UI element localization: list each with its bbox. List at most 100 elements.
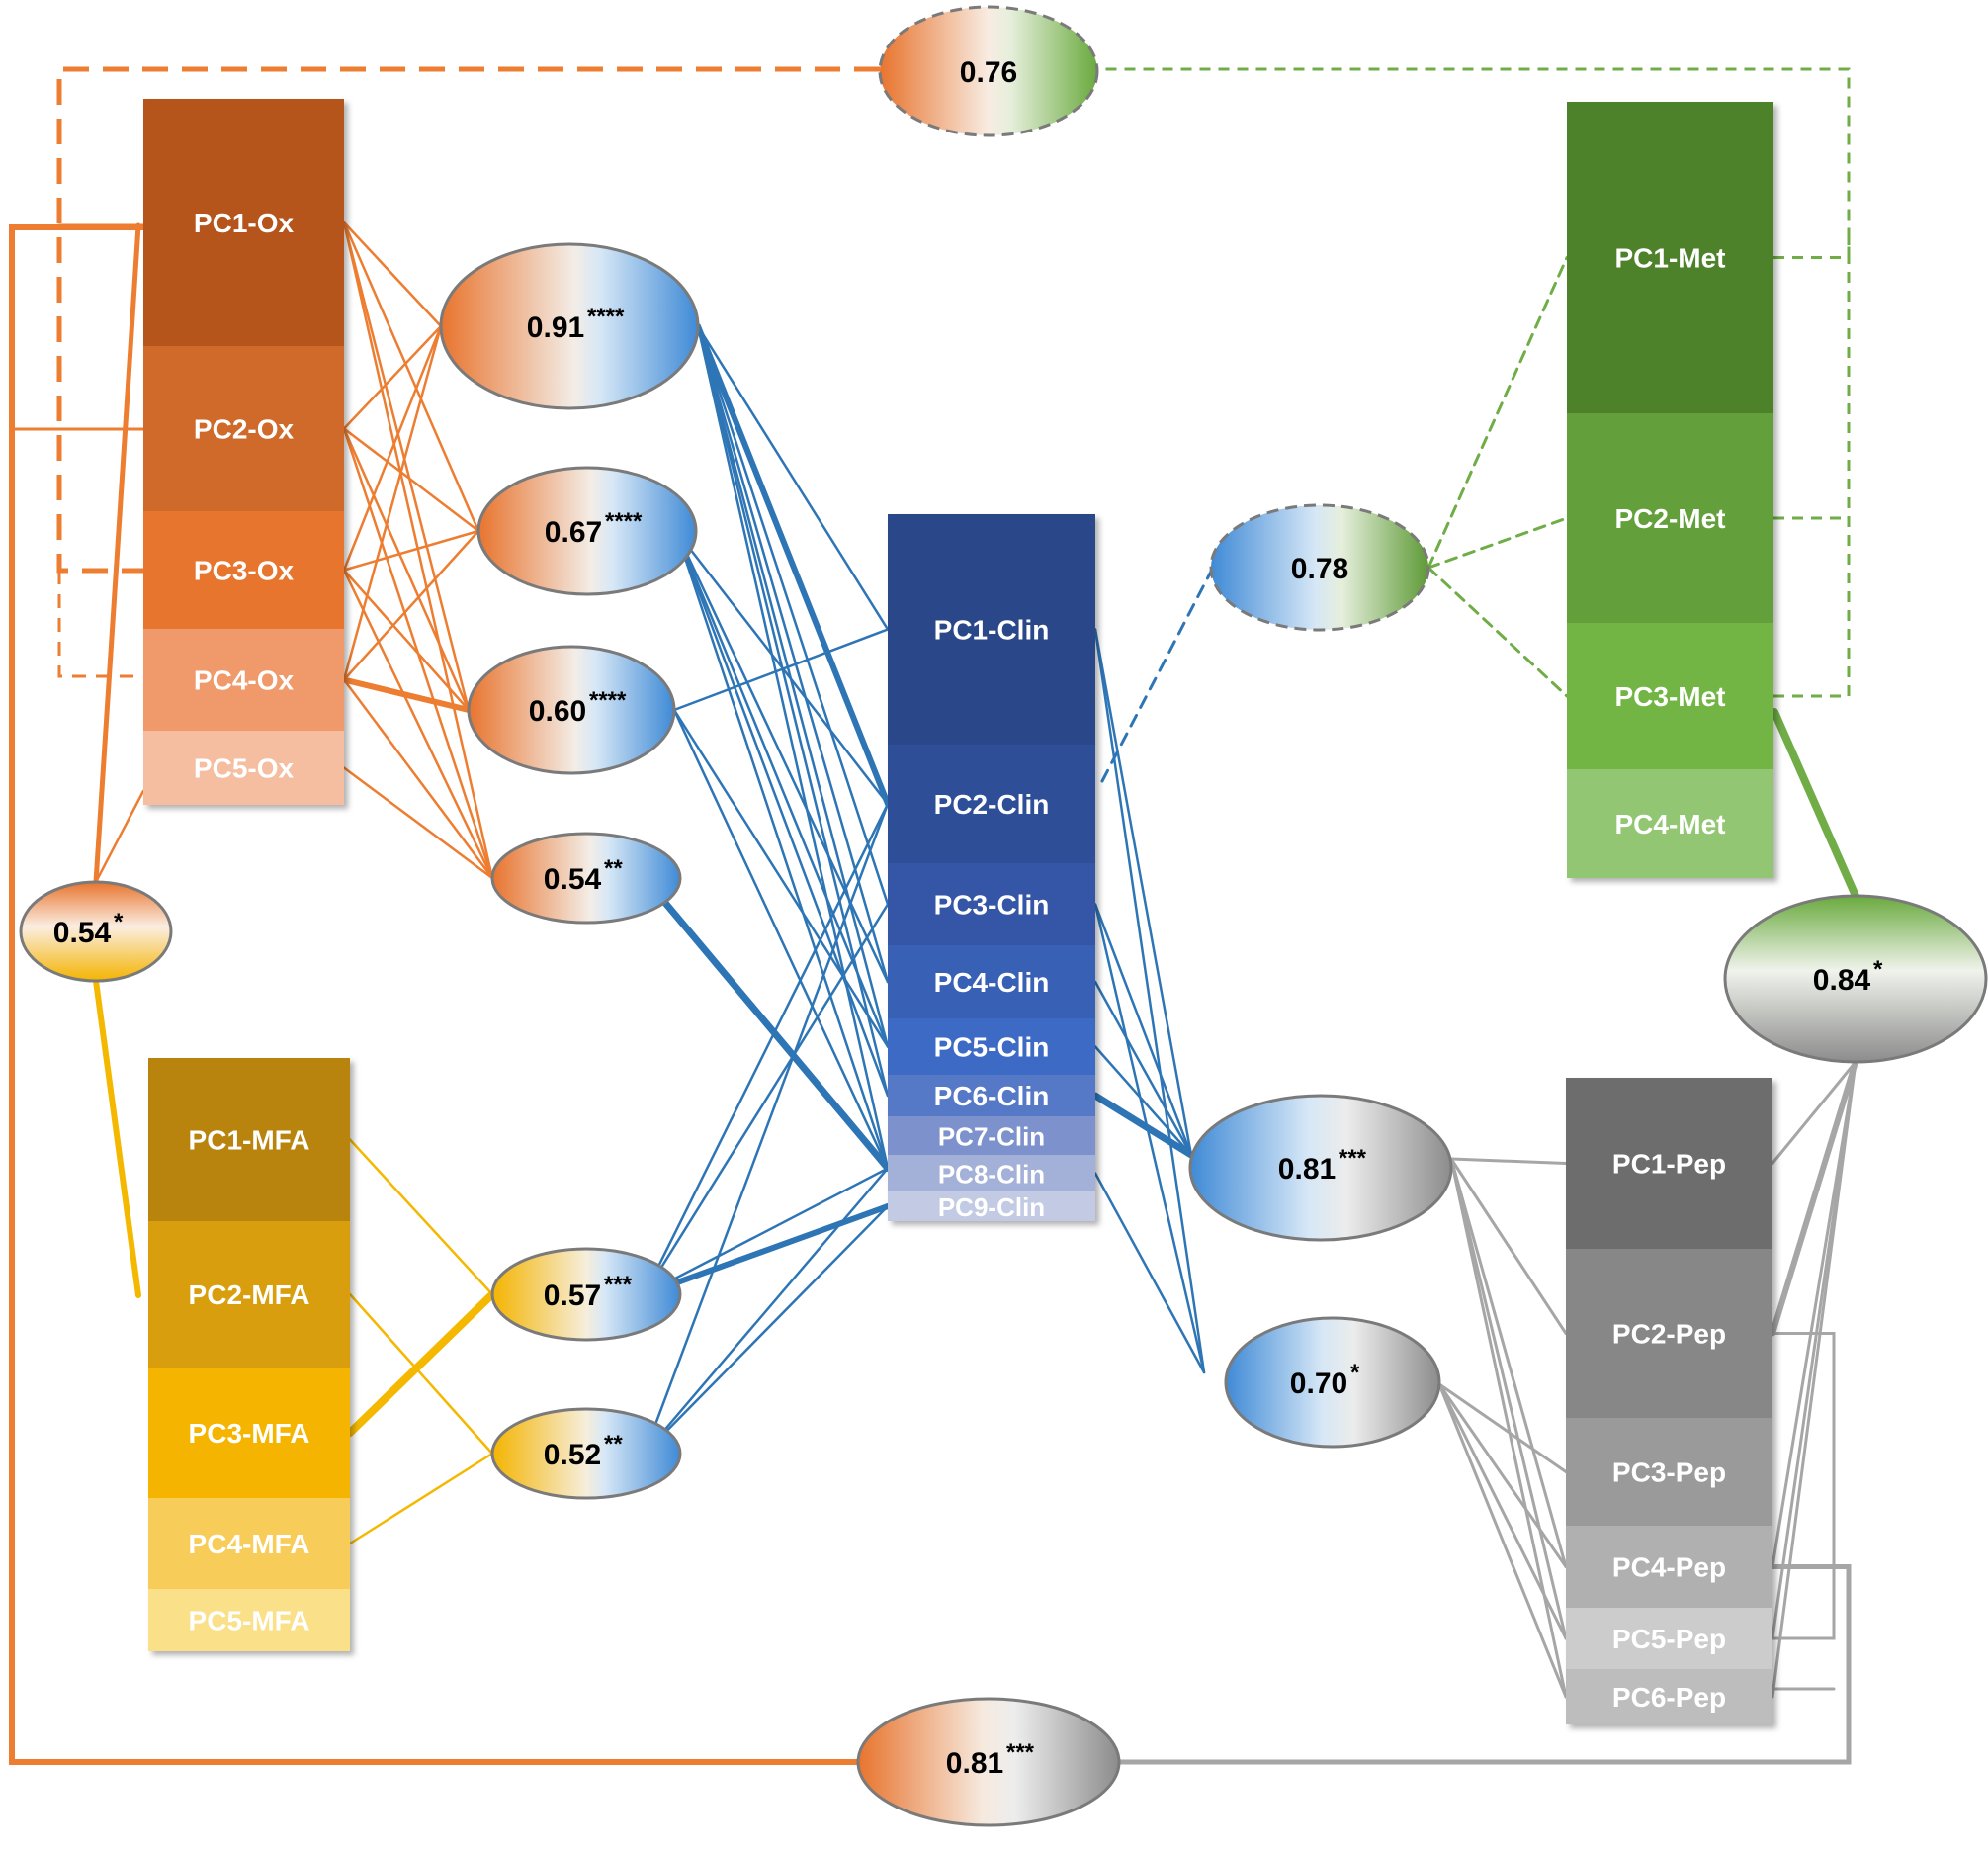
- block-pep-pc1-cell: [1566, 1078, 1772, 1249]
- connector-line: [674, 529, 890, 806]
- ellipse-shape: [19, 880, 173, 983]
- connector-line: [672, 628, 890, 712]
- block-clin-pc4-cell: [888, 945, 1095, 1018]
- correlation-value: 0.78: [1291, 553, 1348, 585]
- block-ox-pc4-label: PC4-Ox: [194, 665, 295, 696]
- correlation-value: 0.52: [544, 1439, 601, 1471]
- block-clin-pc9-cell: [888, 1191, 1095, 1221]
- significance-stars: ***: [604, 1272, 633, 1298]
- connector-line: [1093, 1172, 1206, 1374]
- connector-line: [696, 324, 890, 1170]
- ellipse-shape: [490, 1407, 682, 1500]
- connector-line: [1093, 980, 1193, 1157]
- block-clin-pc9-label: PC9-Clin: [938, 1192, 1045, 1222]
- gray-outer-loop: [1119, 1564, 1852, 1765]
- significance-stars: ****: [589, 687, 627, 714]
- ellipse-ox-clin-3: 0.60****: [467, 645, 676, 775]
- block-met-pc3-cell: [1567, 623, 1773, 769]
- block-mfa-pc5-label: PC5-MFA: [189, 1606, 310, 1636]
- connector-line: [1771, 1060, 1858, 1699]
- connector-line: [1449, 1157, 1568, 1568]
- connector-line: [342, 324, 443, 681]
- connector-line: [642, 1203, 891, 1297]
- connector-line: [1449, 1157, 1568, 1640]
- connector-line: [342, 221, 443, 328]
- block-mfa-pc5-cell: [148, 1589, 350, 1651]
- connector-line: [342, 324, 443, 430]
- ellipse-shape: [1224, 1316, 1441, 1449]
- component-blocks: PC1-OxPC2-OxPC3-OxPC4-OxPC5-OxPC1-MFAPC2…: [143, 99, 1773, 1724]
- block-mfa-pc3-cell: [148, 1368, 350, 1498]
- block-met-pc1-label: PC1-Met: [1614, 243, 1725, 274]
- connector-line: [1091, 1092, 1195, 1159]
- block-pep-pc5-label: PC5-Pep: [1612, 1624, 1726, 1654]
- connector-line: [341, 676, 472, 713]
- ellipse-mfa-clin-2: 0.52**: [490, 1407, 682, 1500]
- block-pep-pc2-label: PC2-Pep: [1612, 1319, 1726, 1350]
- ellipse-shape: [490, 1247, 682, 1342]
- block-clin-pc6-cell: [888, 1075, 1095, 1116]
- connector-line: [1426, 516, 1569, 570]
- block-ox-pc1-cell: [143, 99, 344, 346]
- block-clin-pc3-label: PC3-Clin: [934, 890, 1050, 921]
- significance-stars: *: [1873, 956, 1883, 983]
- ellipse-shape: [476, 466, 698, 596]
- connector-line: [696, 324, 890, 984]
- ellipse-shape: [856, 1697, 1121, 1827]
- connector-line: [1093, 628, 1206, 1374]
- connector-lines: [9, 66, 1859, 1765]
- connector-line: [346, 1290, 496, 1437]
- block-ox-pc3-label: PC3-Ox: [194, 556, 295, 586]
- dashed-loop: [1773, 227, 1851, 698]
- block-clin: PC1-ClinPC2-ClinPC3-ClinPC4-ClinPC5-Clin…: [888, 514, 1095, 1222]
- block-mfa-pc1-cell: [148, 1058, 350, 1221]
- connector-line: [695, 323, 891, 807]
- block-pep-pc3-label: PC3-Pep: [1612, 1457, 1726, 1488]
- connector-line: [1437, 1382, 1568, 1640]
- connector-line: [1437, 1382, 1568, 1473]
- correlation-value: 0.60: [529, 695, 586, 728]
- ellipse-ox-clin-4: 0.54**: [490, 832, 682, 925]
- significance-stars: *: [114, 909, 124, 935]
- block-met-pc4-label: PC4-Met: [1614, 809, 1725, 839]
- significance-stars: *: [1350, 1360, 1360, 1386]
- block-clin-pc8-label: PC8-Clin: [938, 1160, 1045, 1190]
- block-met-pc3-label: PC3-Met: [1614, 681, 1725, 712]
- connector-line: [1437, 1382, 1568, 1699]
- connector-line: [342, 427, 480, 533]
- correlation-value: 0.70: [1290, 1368, 1347, 1400]
- block-ox-pc5-label: PC5-Ox: [194, 753, 295, 784]
- connector-line: [643, 802, 890, 1456]
- connector-line: [342, 221, 480, 533]
- connector-line: [342, 766, 494, 880]
- block-clin-pc7-cell: [888, 1116, 1095, 1155]
- block-ox-pc2-label: PC2-Ox: [194, 414, 295, 445]
- block-pep-pc1-label: PC1-Pep: [1612, 1149, 1726, 1180]
- connector-line: [93, 978, 141, 1298]
- connector-line: [1426, 566, 1569, 698]
- connector-line: [93, 222, 141, 885]
- dashed-frame: [57, 571, 143, 678]
- connector-line: [641, 874, 892, 1172]
- block-mfa-pc2-label: PC2-MFA: [189, 1279, 310, 1310]
- connector-line: [643, 903, 890, 1296]
- correlation-value: 0.54: [544, 863, 602, 896]
- ellipse-mfa-clin-1: 0.57***: [490, 1247, 682, 1342]
- block-met-pc1-cell: [1567, 102, 1773, 413]
- block-pep-pc6-cell: [1566, 1669, 1772, 1724]
- block-pep: PC1-PepPC2-PepPC3-PepPC4-PepPC5-PepPC6-P…: [1566, 1078, 1772, 1724]
- correlation-value: 0.57: [544, 1279, 601, 1312]
- ellipse-ox-met: 0.76: [878, 5, 1099, 137]
- significance-stars: ***: [1006, 1739, 1035, 1766]
- block-mfa-pc1-label: PC1-MFA: [189, 1125, 310, 1156]
- correlation-value: 0.81: [946, 1747, 1003, 1780]
- block-pep-pc4-cell: [1566, 1526, 1772, 1608]
- connector-line: [342, 221, 494, 880]
- block-clin-pc4-label: PC4-Clin: [934, 967, 1050, 998]
- connector-line: [674, 529, 890, 1048]
- connector-line: [348, 1292, 494, 1456]
- connector-line: [1426, 256, 1569, 570]
- connector-line: [696, 324, 890, 1048]
- block-clin-pc1-cell: [888, 514, 1095, 745]
